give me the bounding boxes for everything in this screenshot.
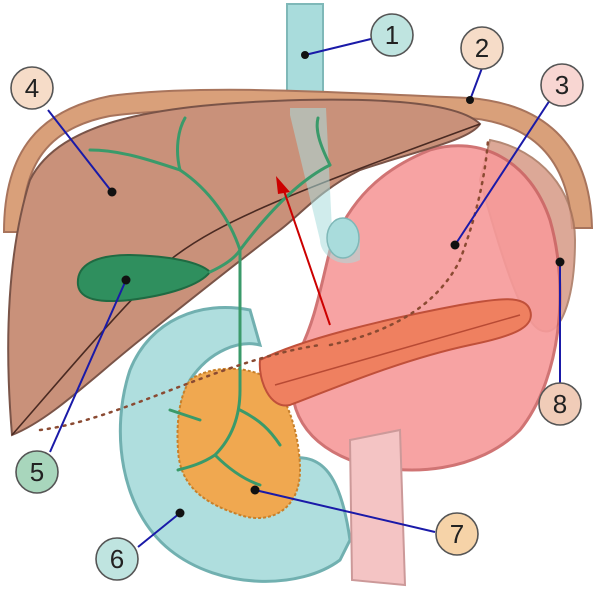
callout-dot-1 [301, 51, 309, 59]
liver [7, 98, 482, 437]
callout-line-5 [49, 279, 127, 453]
label-6-number: 6 [110, 544, 124, 574]
label-6: 6 [95, 537, 139, 581]
label-7-number: 7 [450, 519, 464, 549]
pancreatic-duct [274, 314, 521, 386]
callout-line-6 [137, 512, 181, 548]
callout-line-7 [254, 489, 436, 533]
dotted-outline-left [38, 343, 322, 432]
pancreas-body [258, 298, 532, 407]
liver-lobe-line [11, 123, 481, 436]
callout-lines [47, 37, 561, 548]
callout-line-2 [469, 67, 483, 101]
callout-dots [107, 51, 565, 518]
label-1: 1 [370, 13, 414, 57]
label-2-number: 2 [475, 33, 489, 63]
cardia [326, 217, 360, 259]
callout-dot-2 [466, 96, 474, 104]
bile-ducts [88, 116, 332, 487]
label-5: 5 [15, 450, 59, 494]
label-3-number: 3 [555, 70, 569, 100]
label-7: 7 [435, 512, 479, 556]
callout-dot-5 [121, 275, 131, 285]
callout-line-4 [47, 109, 113, 193]
jejunum [348, 428, 407, 587]
direction-arrow [281, 184, 331, 326]
direction-arrow-head [276, 176, 290, 194]
callout-line-3 [454, 99, 551, 246]
esophagus-lower [290, 108, 360, 264]
label-4-number: 4 [25, 73, 39, 103]
label-8-number: 8 [553, 389, 567, 419]
label-5-number: 5 [30, 457, 44, 487]
callout-dot-4 [107, 187, 117, 197]
label-8: 8 [538, 382, 582, 426]
callout-dot-6 [175, 508, 185, 518]
callout-line-1 [304, 37, 376, 56]
callout-dot-8 [555, 257, 565, 267]
dotted-outline-right [328, 138, 490, 347]
label-2: 2 [460, 26, 504, 70]
label-3: 3 [540, 63, 584, 107]
label-4: 4 [10, 66, 54, 110]
label-1-number: 1 [385, 20, 399, 50]
callout-dot-3 [450, 240, 460, 250]
diaphragm [2, 88, 594, 233]
callout-dot-7 [250, 485, 260, 495]
number-labels: 1 2 3 4 5 6 7 8 [10, 13, 584, 581]
